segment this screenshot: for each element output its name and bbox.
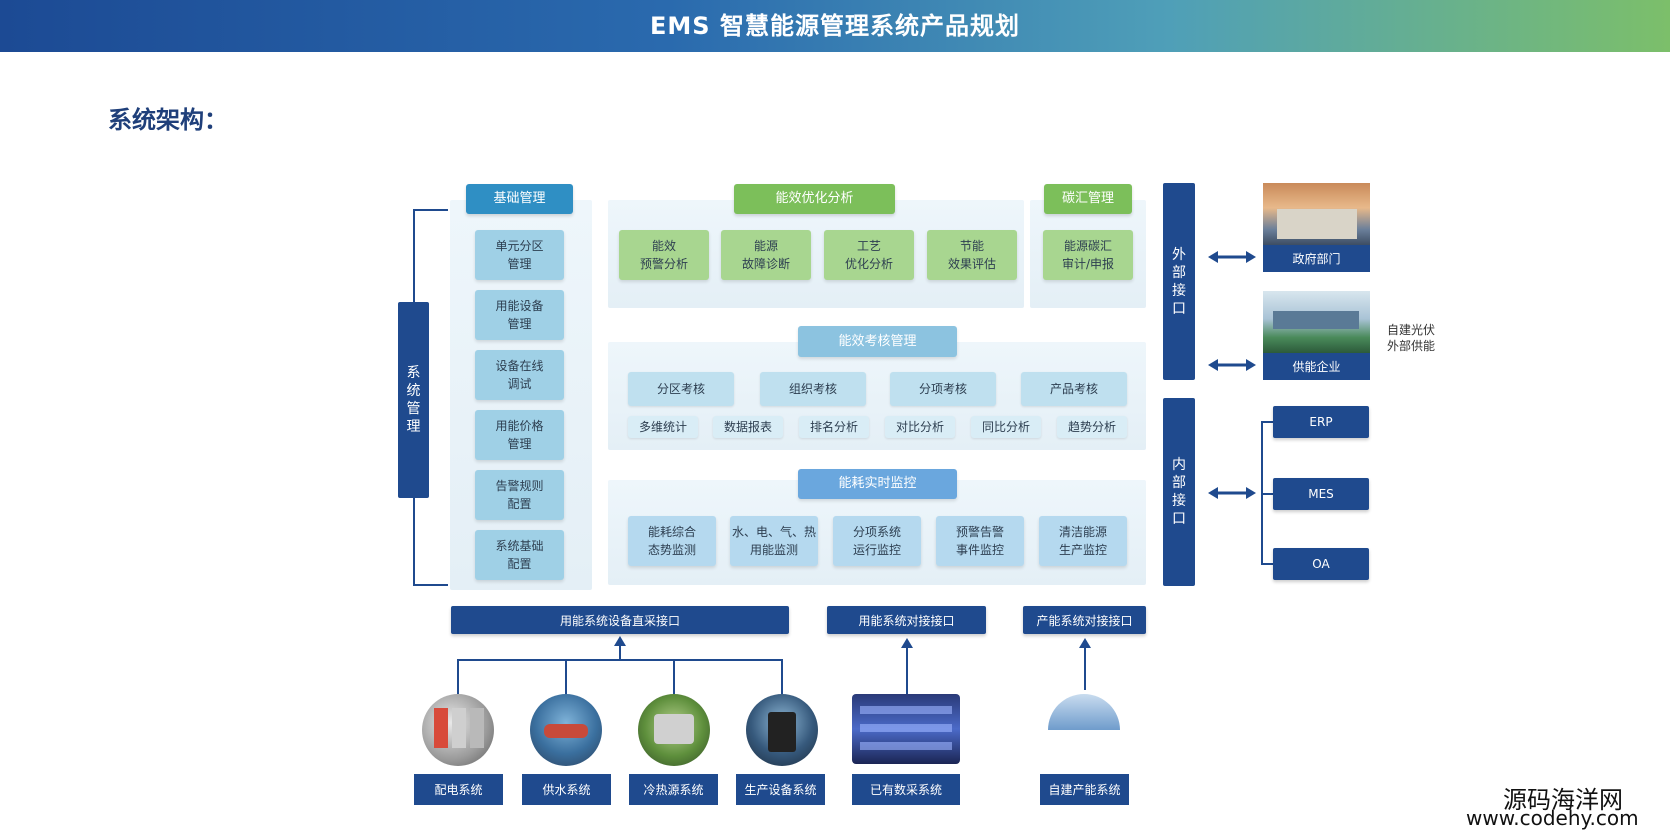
data-server-image <box>852 694 960 764</box>
government-label: 政府部门 <box>1263 245 1370 272</box>
external-interface-bar: 外 部 接 口 <box>1163 183 1195 380</box>
energy-supplier-image <box>1263 291 1370 353</box>
monitor-item: 清洁能源 生产监控 <box>1039 516 1127 566</box>
bottom-system-label: 冷热源系统 <box>629 774 718 805</box>
realtime-monitor-header: 能耗实时监控 <box>798 469 957 499</box>
system-mgmt-bar: 系 统 管 理 <box>398 302 429 498</box>
internal-interface-bar: 内 部 接 口 <box>1163 398 1195 586</box>
assess-row2-item: 多维统计 <box>628 416 698 438</box>
bottom-system-label: 供水系统 <box>522 774 611 805</box>
monitor-item: 水、电、气、热 用能监测 <box>730 516 818 566</box>
distribution-cabinet-image <box>422 694 494 766</box>
oa-button: OA <box>1273 548 1369 580</box>
efficiency-opt-item: 工艺 优化分析 <box>824 230 914 280</box>
direct-collect-interface: 用能系统设备直采接口 <box>451 606 789 634</box>
carbon-mgmt-item: 能源碳汇 审计/申报 <box>1043 230 1133 280</box>
assess-row2-item: 同比分析 <box>971 416 1041 438</box>
monitor-item: 预警告警 事件监控 <box>936 516 1024 566</box>
mes-button: MES <box>1273 478 1369 510</box>
bottom-system-label: 配电系统 <box>414 774 503 805</box>
bottom-system-label: 自建产能系统 <box>1040 774 1129 805</box>
water-supply-image <box>530 694 602 766</box>
basic-mgmt-item: 告警规则 配置 <box>475 470 564 520</box>
efficiency-opt-item: 节能 效果评估 <box>927 230 1017 280</box>
carbon-mgmt-header: 碳汇管理 <box>1044 184 1132 214</box>
produce-interface: 产能系统对接接口 <box>1023 606 1146 634</box>
section-title: 系统架构： <box>108 106 228 134</box>
hvac-source-image <box>638 694 710 766</box>
monitor-item: 能耗综合 态势监测 <box>628 516 716 566</box>
page-title: EMS 智慧能源管理系统产品规划 <box>650 12 1020 40</box>
government-building-image <box>1263 183 1370 245</box>
production-equipment-image <box>746 694 818 766</box>
erp-button: ERP <box>1273 406 1369 438</box>
basic-mgmt-item: 用能价格 管理 <box>475 410 564 460</box>
basic-mgmt-header: 基础管理 <box>466 184 573 214</box>
assess-row2-item: 数据报表 <box>713 416 783 438</box>
assess-row1-item: 分区考核 <box>628 372 734 406</box>
assess-row1-item: 产品考核 <box>1021 372 1127 406</box>
monitor-item: 分项系统 运行监控 <box>833 516 921 566</box>
watermark-url: www.codehy.com <box>1466 806 1639 830</box>
assess-row2-item: 对比分析 <box>885 416 955 438</box>
header-banner <box>0 0 1670 52</box>
assess-row1-item: 组织考核 <box>760 372 866 406</box>
efficiency-opt-item: 能效 预警分析 <box>619 230 709 280</box>
efficiency-opt-item: 能源 故障诊断 <box>721 230 811 280</box>
bottom-system-label: 生产设备系统 <box>736 774 825 805</box>
assess-row1-item: 分项考核 <box>890 372 996 406</box>
efficiency-opt-header: 能效优化分析 <box>734 184 895 214</box>
assess-row2-item: 排名分析 <box>799 416 869 438</box>
basic-mgmt-item: 用能设备 管理 <box>475 290 564 340</box>
connect-interface: 用能系统对接接口 <box>827 606 986 634</box>
watermark-title: 源码海洋网 <box>1503 786 1623 814</box>
basic-mgmt-item: 设备在线 调试 <box>475 350 564 400</box>
pv-supply-note: 自建光伏 外部供能 <box>1387 323 1436 353</box>
efficiency-assess-header: 能效考核管理 <box>798 326 957 357</box>
bottom-system-label: 已有数采系统 <box>852 774 960 805</box>
basic-mgmt-item: 系统基础 配置 <box>475 530 564 580</box>
basic-mgmt-item: 单元分区 管理 <box>475 230 564 280</box>
energy-supplier-label: 供能企业 <box>1263 353 1370 380</box>
assess-row2-item: 趋势分析 <box>1057 416 1127 438</box>
